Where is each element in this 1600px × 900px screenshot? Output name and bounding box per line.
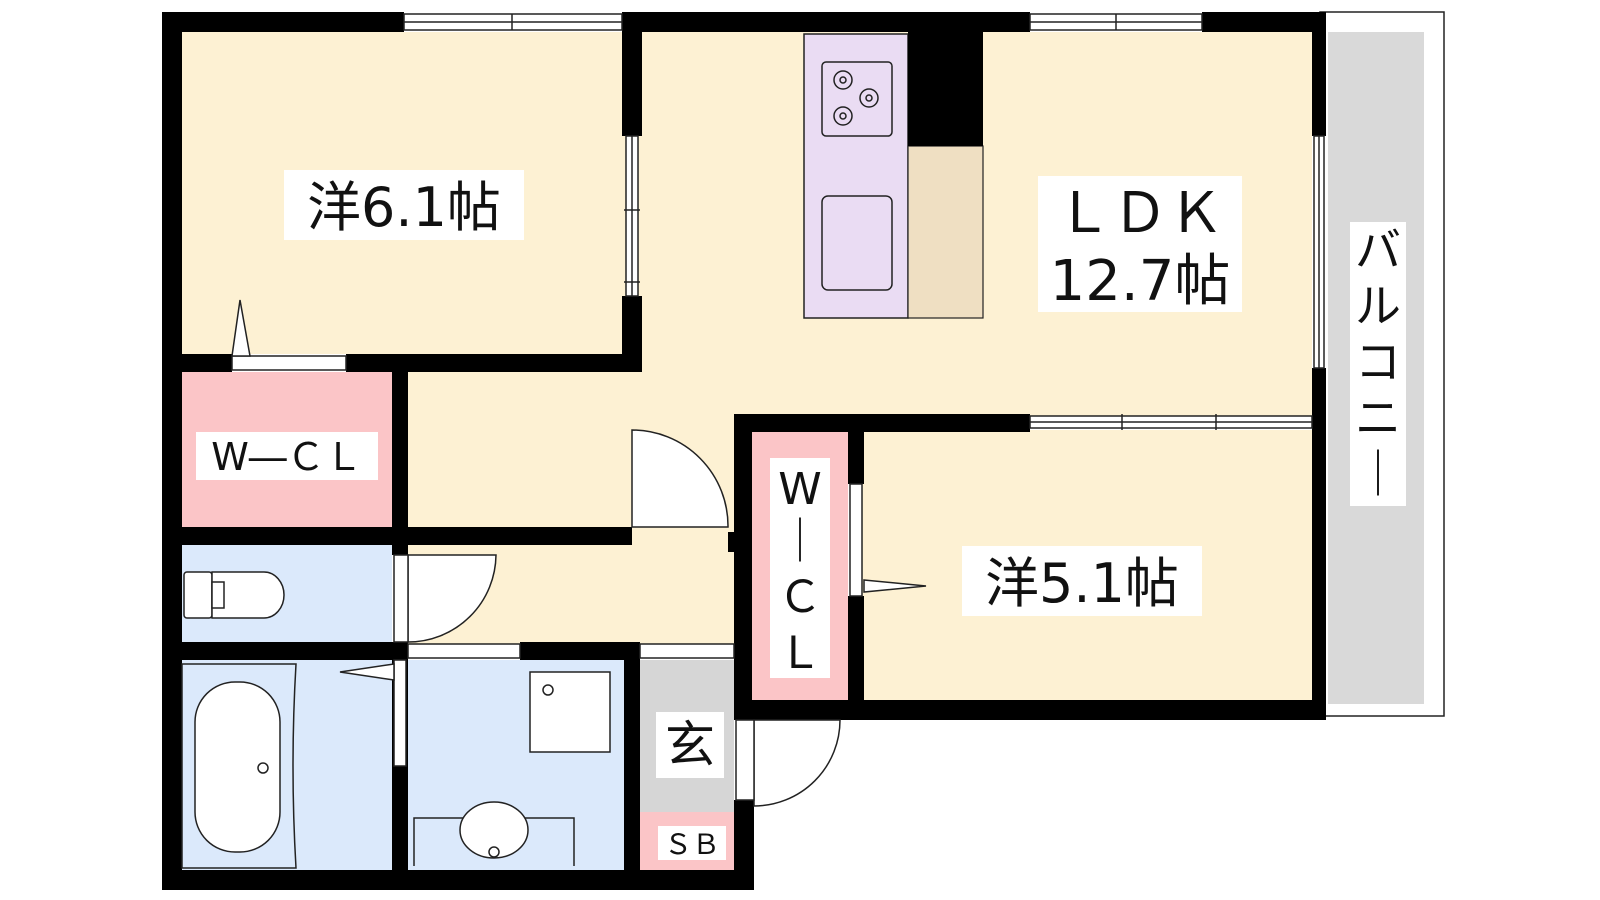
- label-walk-in-closet-2-c: Ｃ: [778, 572, 822, 623]
- door-entrance: [753, 719, 841, 807]
- label-balcony-1: バ: [1355, 223, 1401, 277]
- fixtures: [181, 571, 611, 869]
- sink-icon: [821, 195, 893, 291]
- labels: 洋6.1帖 ＬＤＫ 12.7帖 W―ＣＬ W ｜ Ｃ Ｌ 洋5.1帖 バ ル コ…: [196, 170, 1406, 861]
- label-ldk-size: 12.7帖: [1050, 249, 1231, 314]
- fridge-space: [907, 145, 984, 319]
- kitchen-wall-block: [908, 22, 983, 146]
- burner-icon: [833, 70, 879, 126]
- bathtub-icon: [181, 663, 297, 869]
- door-washroom: [407, 643, 521, 659]
- toilet-icon: [183, 571, 285, 619]
- washbasin-icon: [413, 671, 611, 866]
- door-hall: [631, 429, 729, 528]
- label-ldk: ＬＤＫ: [1056, 181, 1224, 246]
- washing-machine-icon: [529, 671, 611, 753]
- label-shoe-box: ＳＢ: [664, 828, 720, 861]
- label-entrance: 玄: [665, 716, 715, 774]
- label-walk-in-closet-2-dash: ｜: [778, 516, 822, 567]
- label-balcony-4: ニ: [1355, 391, 1401, 445]
- label-walk-in-closet-2-w: W: [778, 464, 822, 515]
- label-western-room-2: 洋5.1帖: [985, 552, 1179, 615]
- doors: [231, 299, 927, 807]
- kitchen-unit: [803, 22, 984, 319]
- label-balcony-2: ル: [1355, 279, 1401, 333]
- label-balcony-5: ｜: [1355, 447, 1401, 501]
- label-western-room-1: 洋6.1帖: [307, 176, 501, 239]
- door-wcl2: [849, 483, 863, 597]
- stove-top: [821, 61, 893, 137]
- door-room1: [231, 355, 347, 371]
- label-balcony-3: コ: [1355, 335, 1401, 389]
- windows: [403, 13, 1325, 430]
- label-walk-in-closet-2-l: Ｌ: [778, 628, 822, 679]
- label-walk-in-closet-1: W―ＣＬ: [211, 435, 363, 479]
- walls: [162, 12, 1326, 890]
- door-arrow-room1: [231, 299, 251, 357]
- door-bath: [393, 659, 407, 767]
- door-toilet: [407, 554, 497, 643]
